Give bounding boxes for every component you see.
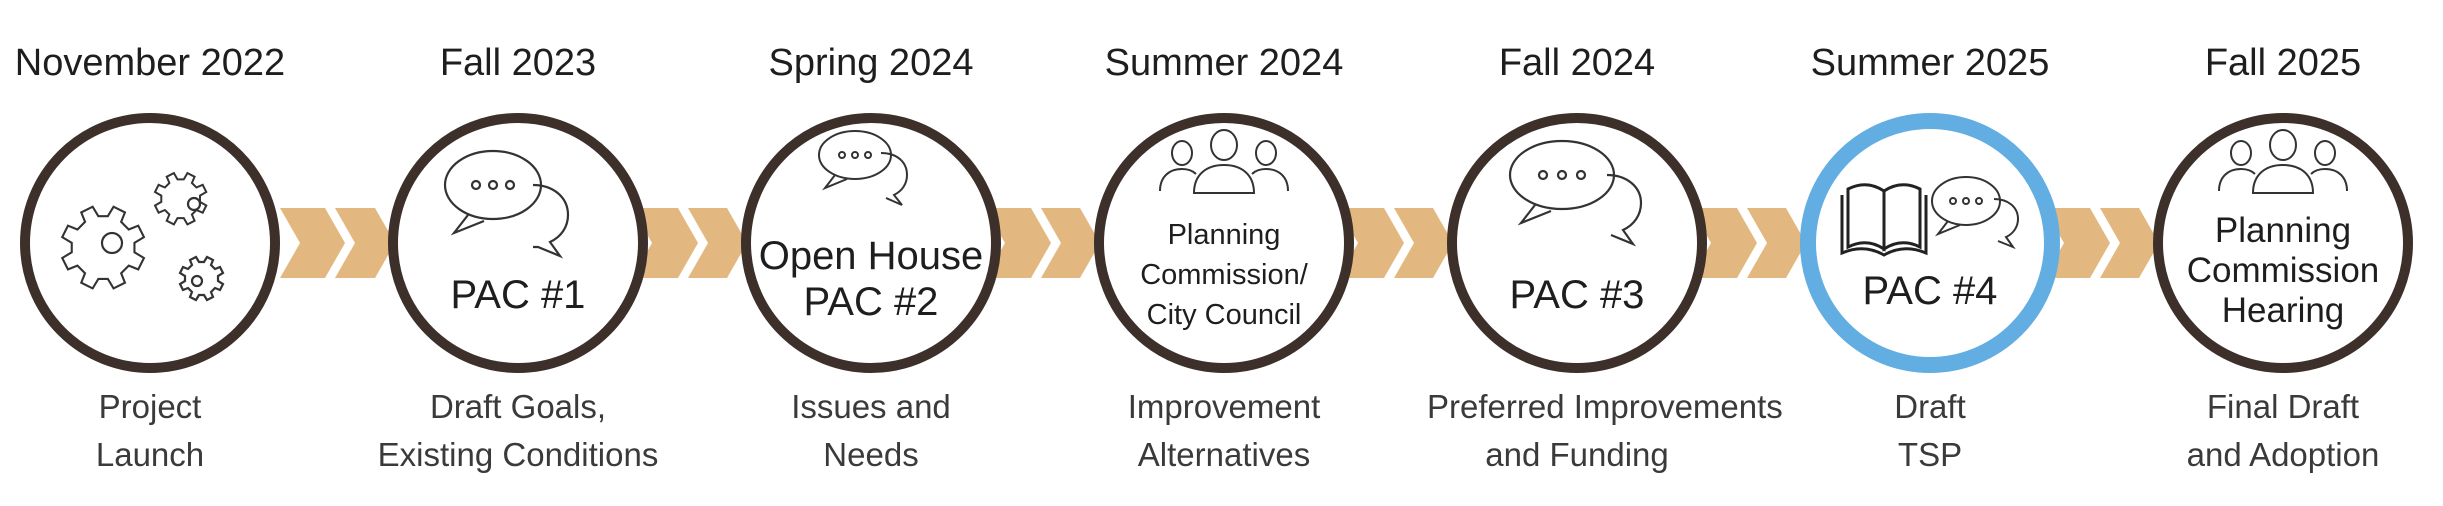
stage-spring-2024: Spring 2024 Open House PAC #2 Issues and… (721, 0, 1021, 506)
label-line: Planning (1167, 219, 1281, 251)
stage-label: Open House PAC #2 (751, 233, 991, 325)
label-line: PAC #2 (803, 280, 939, 324)
desc-line: Project (98, 388, 202, 425)
desc-line: Launch (95, 436, 205, 473)
stage-label: PAC #4 (1816, 269, 2044, 313)
stage-label: PAC #3 (1457, 273, 1697, 317)
stage-date: Fall 2023 (439, 42, 597, 84)
label-line: PAC #3 (1509, 273, 1645, 317)
band-segment-4b (1394, 208, 1453, 278)
stage-fall-2023: Fall 2023 PAC #1 Draft Goals, Existing C… (368, 0, 668, 506)
gears-icon (60, 171, 225, 302)
desc-line: Draft Goals, (429, 388, 607, 425)
label-line: Open House (758, 234, 984, 278)
stage-date: November 2022 (14, 42, 286, 84)
stage-date: Summer 2025 (1810, 42, 2050, 84)
stage-description: Issues and Needs (721, 383, 1021, 479)
band-segment-5 (1691, 208, 1757, 278)
desc-line: Preferred Improvements (1427, 388, 1783, 425)
stage-circle: Planning Commission/ City Council (1094, 113, 1354, 373)
stage-circle: Open House PAC #2 (741, 113, 1001, 373)
band-segment-6b (2100, 208, 2159, 278)
label-line: Planning (2214, 211, 2352, 250)
stage-date: Summer 2024 (1104, 42, 1344, 84)
label-line: City Council (1146, 299, 1302, 331)
band-segments (280, 208, 2159, 278)
chat-bubbles-icon (1508, 139, 1643, 247)
stage-label: Planning Commission/ City Council (1104, 215, 1344, 335)
desc-line: Existing Conditions (377, 436, 659, 473)
stage-circle-highlighted: PAC #4 (1800, 113, 2060, 373)
stage-circle: Planning Commission Hearing (2153, 113, 2413, 373)
stage-description: Draft TSP (1780, 383, 2080, 479)
stage-summer-2024: Summer 2024 Planning Commission/ City Co… (1074, 0, 1374, 506)
band-segment-1b (335, 208, 395, 278)
stage-fall-2025: Fall 2025 Planning Commission Hearing Fi… (2133, 0, 2433, 506)
desc-line: Needs (823, 436, 919, 473)
stage-circle (20, 113, 280, 373)
label-line: PAC #1 (450, 273, 586, 317)
stage-date: Fall 2024 (1498, 42, 1656, 84)
desc-line: and Funding (1485, 436, 1669, 473)
stage-description: Project Launch (0, 383, 300, 479)
stage-november-2022: November 2022 Project Launch (0, 0, 300, 506)
band-segment-3 (985, 208, 1051, 278)
desc-line: Improvement (1127, 388, 1321, 425)
people-group-icon (1159, 129, 1289, 194)
desc-line: and Adoption (2186, 436, 2380, 473)
desc-line: Final Draft (2206, 388, 2360, 425)
desc-line: TSP (1897, 436, 1963, 473)
band-segment-5b (1747, 208, 1806, 278)
stage-date: Fall 2025 (2204, 42, 2362, 84)
band-segment-1 (280, 208, 345, 278)
stage-description: Draft Goals, Existing Conditions (368, 383, 668, 479)
people-group-icon (2218, 129, 2348, 194)
chat-bubbles-icon (818, 130, 909, 206)
stage-summer-2025: Summer 2025 PAC #4 Draft TSP (1780, 0, 2080, 506)
stage-circle: PAC #3 (1447, 113, 1707, 373)
stage-date: Spring 2024 (768, 42, 974, 84)
desc-line: Alternatives (1137, 436, 1311, 473)
band-segment-6 (2044, 208, 2110, 278)
book-and-chat-icon (1840, 176, 2020, 257)
stage-description: Improvement Alternatives (1074, 383, 1374, 479)
label-line: Commission (2186, 251, 2380, 290)
stage-description: Final Draft and Adoption (2133, 383, 2433, 479)
stage-label: PAC #1 (398, 273, 638, 317)
desc-line: Issues and (791, 388, 951, 425)
stage-label: Planning Commission Hearing (2163, 211, 2403, 331)
label-line: PAC #4 (1862, 269, 1998, 313)
chat-bubbles-icon (443, 149, 570, 259)
band-segment-2b (688, 208, 747, 278)
desc-line: Draft (1894, 388, 1966, 425)
band-segment-2 (632, 208, 698, 278)
label-line: Hearing (2221, 291, 2345, 330)
stage-fall-2024: Fall 2024 PAC #3 Preferred Improvements … (1427, 0, 1783, 506)
band-segment-4 (1338, 208, 1404, 278)
stage-circle: PAC #1 (388, 113, 648, 373)
band-segment-3b (1041, 208, 1100, 278)
stage-description: Preferred Improvements and Funding (1427, 383, 1783, 479)
label-line: Commission/ (1140, 259, 1308, 291)
